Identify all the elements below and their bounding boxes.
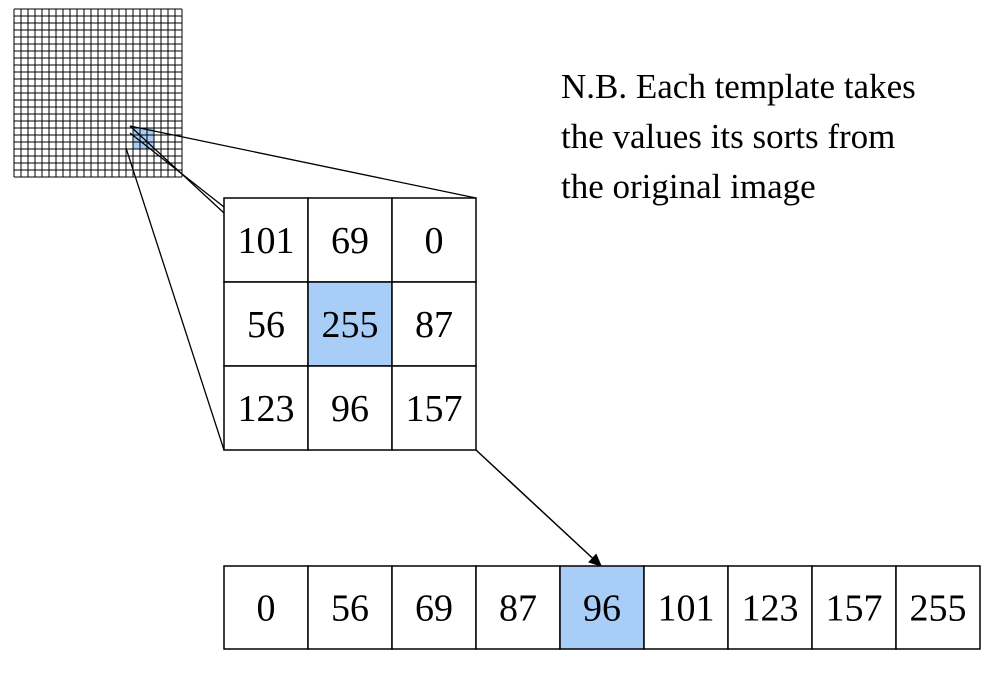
template-cell xyxy=(223,365,309,451)
template-cell-value: 157 xyxy=(406,388,463,430)
note-line: the values its sorts from xyxy=(561,117,896,156)
sorted-cell xyxy=(811,565,897,650)
template-cell xyxy=(223,197,309,283)
template-cell xyxy=(307,365,393,451)
sort-arrow xyxy=(475,449,603,568)
sorted-cell-value: 69 xyxy=(415,588,453,630)
template-cell-value: 0 xyxy=(425,220,444,262)
template-cell xyxy=(391,197,477,283)
original-image-grid xyxy=(13,8,183,178)
sorted-cell-value: 96 xyxy=(583,588,621,630)
sorted-cell xyxy=(643,565,729,650)
sorted-cell xyxy=(895,565,981,650)
sorted-cell xyxy=(475,565,561,650)
template-3x3: 101 69 0 56 255 87 123 96 157 xyxy=(223,197,477,451)
sorted-cell-value: 101 xyxy=(658,588,715,630)
template-cell-value: 96 xyxy=(331,388,369,430)
template-cell-value: 123 xyxy=(238,388,295,430)
template-cell-value: 255 xyxy=(322,304,379,346)
template-cell xyxy=(391,281,477,367)
sorted-cell-value: 56 xyxy=(331,588,369,630)
note-line: N.B. Each template takes xyxy=(561,67,916,106)
sorted-cell xyxy=(727,565,813,650)
sorted-cell xyxy=(307,565,393,650)
sorted-cell-value: 0 xyxy=(257,588,276,630)
template-cell xyxy=(391,365,477,451)
sorted-cell-value: 255 xyxy=(910,588,967,630)
template-cell-value: 101 xyxy=(238,220,295,262)
template-cell-value: 56 xyxy=(247,304,285,346)
note-line: the original image xyxy=(561,167,816,206)
sorted-cell-value: 157 xyxy=(826,588,883,630)
sorted-cell-value: 123 xyxy=(742,588,799,630)
sorted-cell xyxy=(223,565,309,650)
sorted-cell xyxy=(559,565,645,650)
projection-lines xyxy=(125,125,477,451)
template-cell-value: 87 xyxy=(415,304,453,346)
image-grid-lines xyxy=(13,8,183,178)
sorted-values-row: 0 56 69 87 96 101 123 157 255 xyxy=(223,565,981,650)
note-text: N.B. Each template takes the values its … xyxy=(561,62,1001,212)
sorted-cell-value: 87 xyxy=(499,588,537,630)
sorted-cell xyxy=(391,565,477,650)
template-cell-value: 69 xyxy=(331,220,369,262)
